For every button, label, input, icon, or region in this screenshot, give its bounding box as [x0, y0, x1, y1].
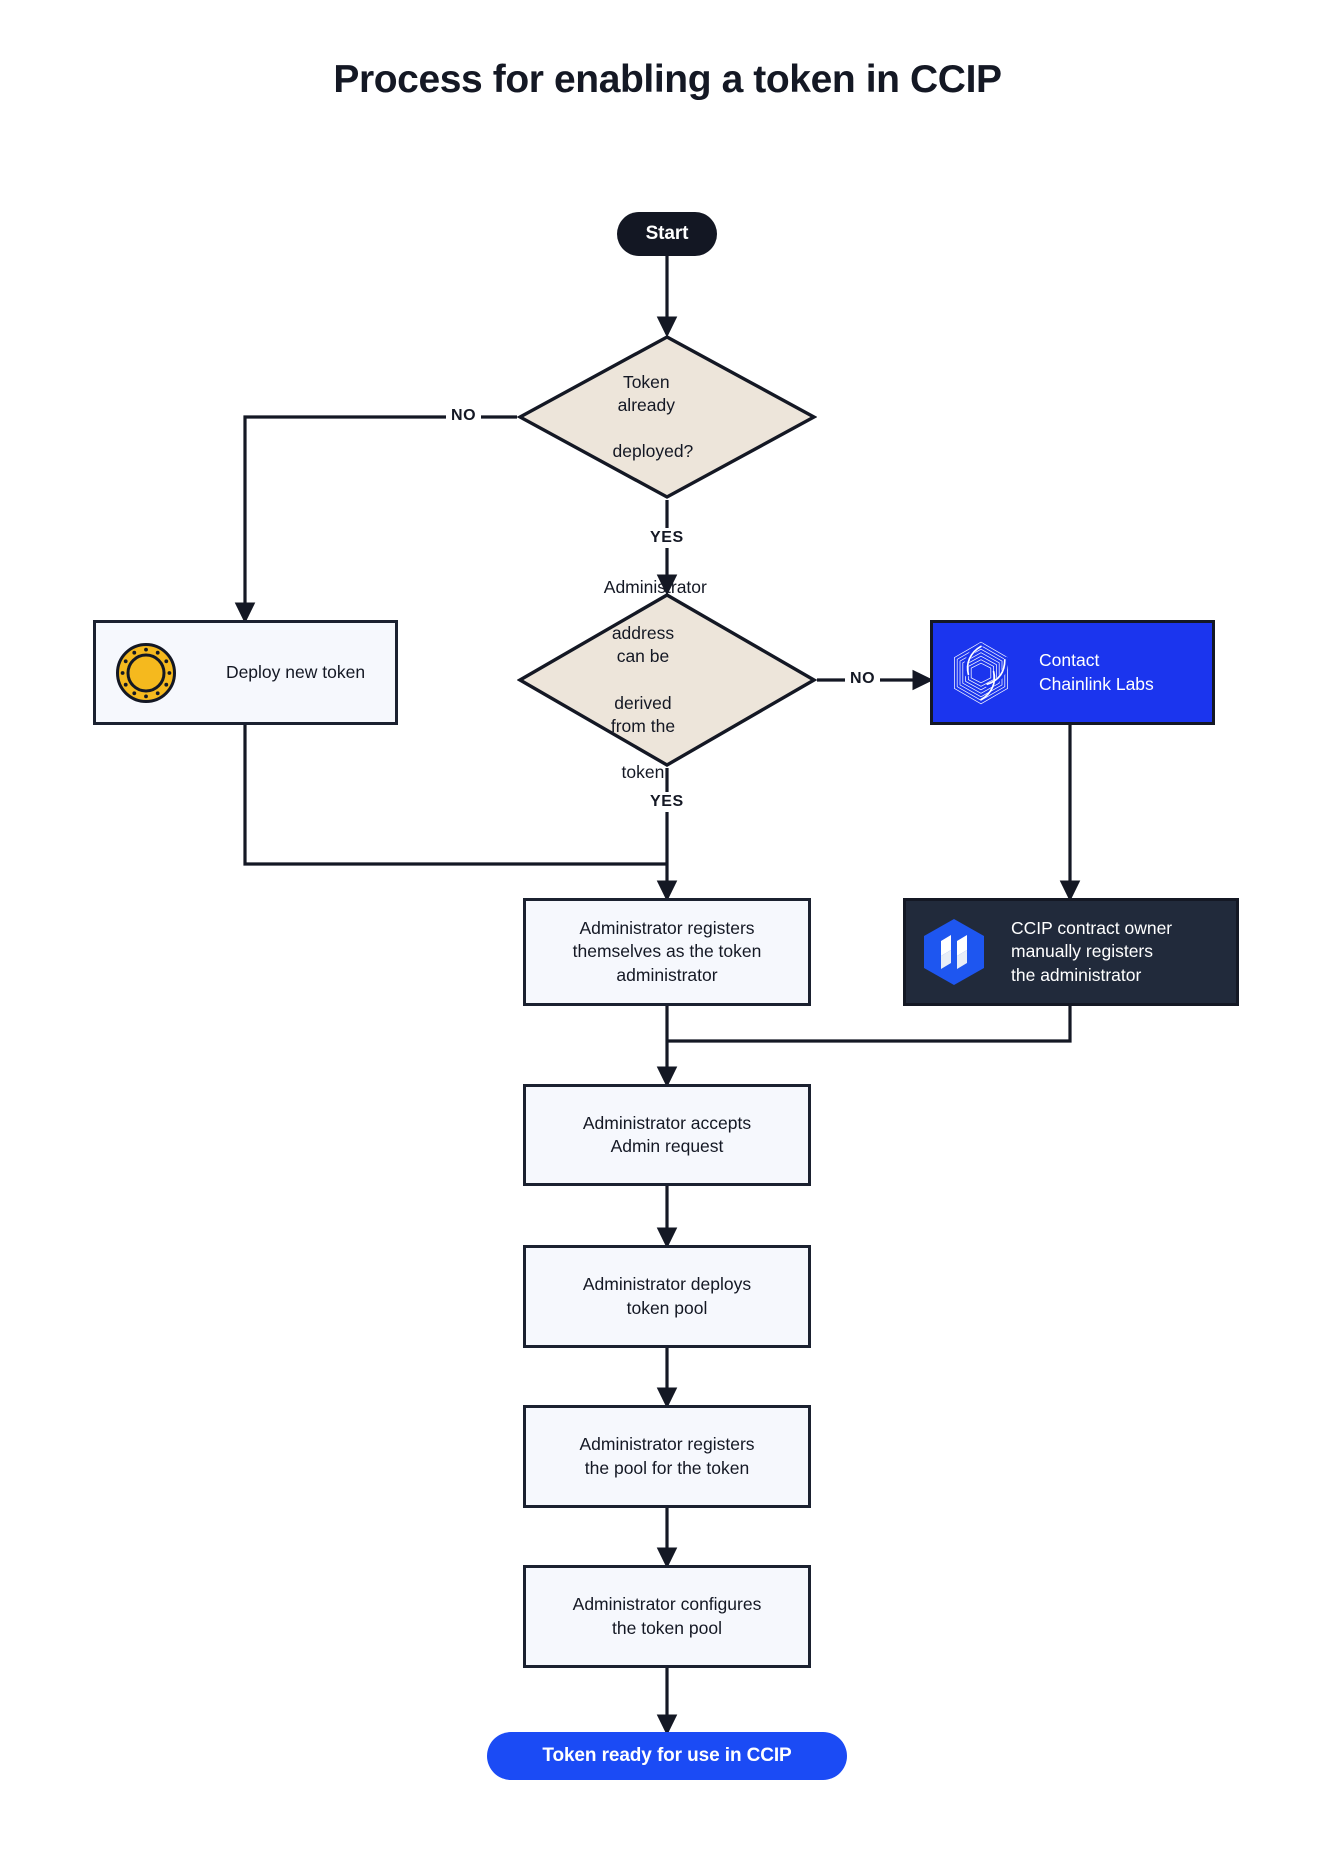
node-admin-accepts-request[interactable]: Administrator accepts Admin request: [523, 1084, 811, 1186]
node-end-token-ready[interactable]: Token ready for use in CCIP: [487, 1732, 847, 1780]
node-deploy-new-token[interactable]: Deploy new token: [93, 620, 398, 725]
ccip-line1: CCIP contract owner: [1011, 918, 1173, 939]
page-title: Process for enabling a token in CCIP: [333, 58, 1002, 101]
node-start[interactable]: Start: [617, 212, 717, 256]
node-admin-configures-pool[interactable]: Administrator configures the token pool: [523, 1565, 811, 1668]
gold-coin-icon: [96, 642, 196, 704]
ars-line2: themselves as the token: [572, 941, 762, 962]
node-decision-token-deployed[interactable]: Token already deployed?: [517, 334, 817, 500]
contact-line2: Chainlink Labs: [1039, 673, 1154, 694]
edge-deployed-no-to-deploy: [234, 415, 517, 624]
decision-diamond-shape: [517, 593, 817, 767]
node-contact-chainlink-labs-label: Contact Chainlink Labs: [1029, 649, 1212, 695]
node-end-token-ready-label: Token ready for use in CCIP: [542, 1745, 792, 1766]
arp-line1: Administrator registers: [579, 1434, 755, 1455]
acp-line2: the token pool: [612, 1617, 722, 1638]
edge-label-admin-no: NO: [845, 669, 881, 689]
node-admin-registers-self[interactable]: Administrator registers themselves as th…: [523, 898, 811, 1006]
edge-label-admin-yes: YES: [645, 792, 689, 812]
adtp-line1: Administrator deploys: [582, 1274, 752, 1295]
ars-line1: Administrator registers: [579, 918, 755, 939]
ars-line3: administrator: [616, 964, 718, 985]
node-ccip-owner-registers[interactable]: CCIP contract owner manually registers t…: [903, 898, 1239, 1006]
node-admin-accepts-request-label: Administrator accepts Admin request: [573, 1112, 761, 1158]
ccip-hexagon-logo-icon: [906, 917, 1001, 987]
node-admin-registers-pool[interactable]: Administrator registers the pool for the…: [523, 1405, 811, 1508]
decision-diamond-shape: [517, 335, 817, 499]
arp-line2: the pool for the token: [584, 1457, 750, 1478]
node-contact-chainlink-labs[interactable]: Contact Chainlink Labs: [930, 620, 1215, 725]
ccip-line2: manually registers: [1011, 941, 1153, 962]
node-admin-registers-self-label: Administrator registers themselves as th…: [563, 917, 772, 986]
node-admin-configures-pool-label: Administrator configures the token pool: [563, 1593, 772, 1639]
node-admin-registers-pool-label: Administrator registers the pool for the…: [569, 1433, 764, 1479]
node-decision-admin-derived[interactable]: Administrator address can be derived fro…: [517, 577, 817, 782]
ccip-line3: the administrator: [1011, 964, 1142, 985]
contact-line1: Contact: [1039, 650, 1100, 671]
edge-label-deployed-yes: YES: [645, 528, 689, 548]
node-start-label: Start: [645, 223, 689, 244]
aar-line2: Admin request: [610, 1136, 724, 1156]
edge-ccipowner-to-accepts: [667, 1006, 1072, 1043]
aar-line1: Administrator accepts: [582, 1112, 752, 1133]
chainlink-labs-logo-icon: [933, 638, 1029, 708]
node-deploy-new-token-label: Deploy new token: [225, 661, 366, 682]
edge-label-deployed-no: NO: [446, 406, 482, 426]
node-admin-deploys-token-pool[interactable]: Administrator deploys token pool: [523, 1245, 811, 1348]
node-ccip-owner-registers-label: CCIP contract owner manually registers t…: [1001, 917, 1236, 986]
acp-line1: Administrator configures: [572, 1594, 762, 1615]
adtp-line2: token pool: [626, 1297, 708, 1318]
node-admin-deploys-token-pool-label: Administrator deploys token pool: [573, 1273, 761, 1319]
